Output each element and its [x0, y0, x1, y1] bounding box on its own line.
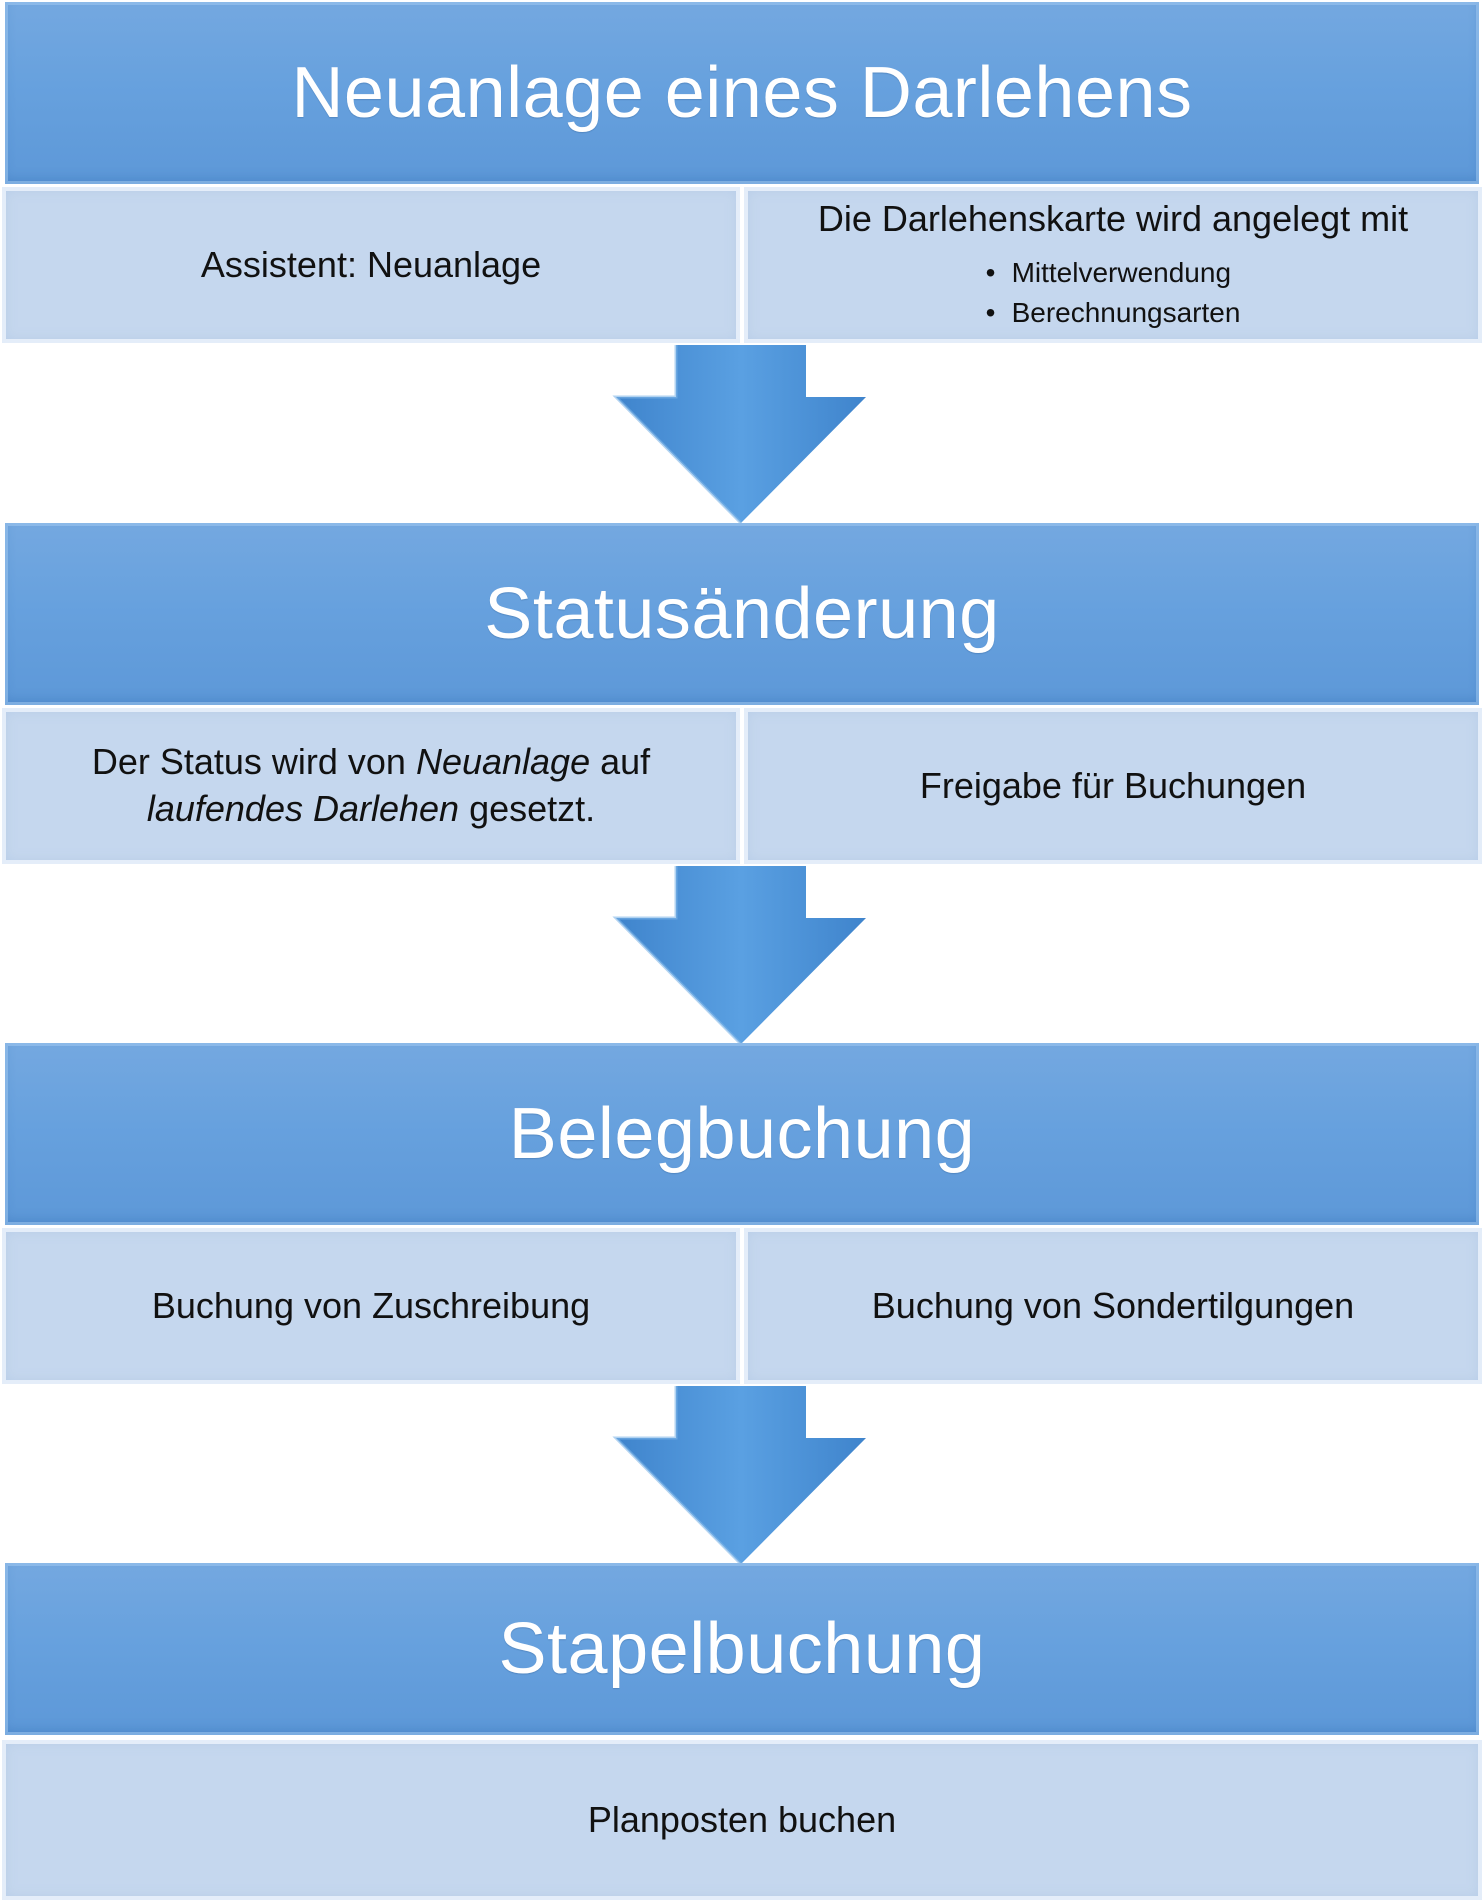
- step-2-header: Statusänderung: [5, 523, 1479, 705]
- step-3-right-box: Buchung von Sondertilgungen: [744, 1228, 1482, 1384]
- step-1-bullet-list: Mittelverwendung Berechnungsarten: [986, 253, 1241, 334]
- step-2-title: Statusänderung: [484, 574, 1000, 654]
- status-text-part: gesetzt.: [459, 788, 596, 829]
- bullet-item: Berechnungsarten: [986, 293, 1241, 334]
- step-4-body-box: Planposten buchen: [2, 1740, 1482, 1900]
- step-2-left-line-1: Der Status wird von Neuanlage auf: [92, 739, 650, 786]
- down-arrow-icon: [612, 866, 866, 1046]
- step-4-title: Stapelbuchung: [498, 1609, 986, 1689]
- step-1-header: Neuanlage eines Darlehens: [5, 2, 1479, 184]
- status-from-value: Neuanlage: [415, 741, 591, 783]
- step-1-left-box: Assistent: Neuanlage: [2, 187, 740, 343]
- step-3-left-text: Buchung von Zuschreibung: [151, 1284, 591, 1326]
- step-3-details: Buchung von Zuschreibung Buchung von Son…: [2, 1228, 1482, 1384]
- step-2-left-box: Der Status wird von Neuanlage auf laufen…: [2, 708, 740, 864]
- step-2-right-box: Freigabe für Buchungen: [744, 708, 1482, 864]
- step-2-left-line-2: laufendes Darlehen gesetzt.: [147, 786, 595, 833]
- status-text-part: auf: [590, 741, 651, 783]
- down-arrow-icon: [612, 345, 866, 525]
- step-4-body-text: Planposten buchen: [587, 1798, 897, 1840]
- step-3-left-box: Buchung von Zuschreibung: [2, 1228, 740, 1384]
- step-3-right-text: Buchung von Sondertilgungen: [871, 1284, 1355, 1326]
- step-1-details: Assistent: Neuanlage Die Darlehenskarte …: [2, 187, 1482, 343]
- step-1-right-heading: Die Darlehenskarte wird angelegt mit: [817, 198, 1409, 239]
- step-4-details: Planposten buchen: [2, 1740, 1482, 1900]
- step-1-left-text: Assistent: Neuanlage: [200, 243, 542, 285]
- step-1-right-box: Die Darlehenskarte wird angelegt mit Mit…: [744, 187, 1482, 343]
- step-1-title: Neuanlage eines Darlehens: [291, 53, 1193, 133]
- step-3-header: Belegbuchung: [5, 1043, 1479, 1225]
- bullet-item: Mittelverwendung: [986, 253, 1241, 294]
- status-to-value: laufendes Darlehen: [146, 788, 460, 829]
- status-text-part: Der Status wird von: [91, 741, 416, 783]
- step-3-title: Belegbuchung: [508, 1094, 976, 1174]
- step-2-details: Der Status wird von Neuanlage auf laufen…: [2, 708, 1482, 864]
- down-arrow-icon: [612, 1386, 866, 1566]
- step-4-header: Stapelbuchung: [5, 1563, 1479, 1735]
- step-2-right-text: Freigabe für Buchungen: [919, 764, 1307, 806]
